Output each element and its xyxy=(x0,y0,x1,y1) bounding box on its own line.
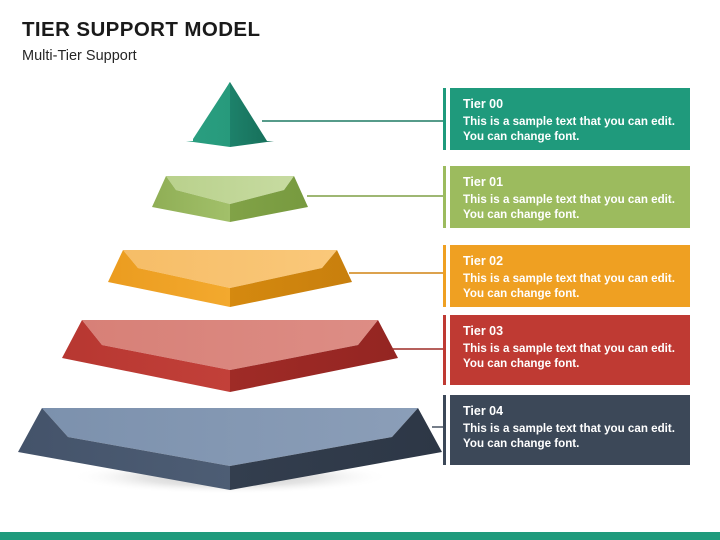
tier-00-apex-left xyxy=(193,82,230,141)
tier-03-left-face xyxy=(62,320,230,392)
page-title: TIER SUPPORT MODEL xyxy=(22,18,261,41)
tier-card-title-1: Tier 01 xyxy=(463,175,504,189)
tier-card-body-3: This is a sample text that you can edit.… xyxy=(463,341,675,371)
tier-04-left-face xyxy=(18,408,230,490)
tier-card-2[interactable]: Tier 02 This is a sample text that you ca… xyxy=(450,245,690,307)
tier-card-body-0: This is a sample text that you can edit.… xyxy=(463,114,675,144)
tier-accent-bar-0 xyxy=(443,88,446,150)
tier-04-right-face xyxy=(230,408,442,490)
tier-02-left-face xyxy=(108,250,230,307)
tier-accent-bar-4 xyxy=(443,395,446,465)
pyramid-tier-02[interactable] xyxy=(108,250,352,307)
tier-03-top-face xyxy=(82,320,378,370)
tier-card-1[interactable]: Tier 01 This is a sample text that you ca… xyxy=(450,166,690,228)
tier-00-base-right xyxy=(230,141,274,147)
tier-card-body-2: This is a sample text that you can edit.… xyxy=(463,271,675,301)
tier-card-title-2: Tier 02 xyxy=(463,254,504,268)
pyramid-tier-01[interactable] xyxy=(152,176,308,222)
tier-card-3[interactable]: Tier 03 This is a sample text that you ca… xyxy=(450,315,690,385)
tier-card-body-1: This is a sample text that you can edit.… xyxy=(463,192,675,222)
tier-card-title-0: Tier 00 xyxy=(463,97,504,111)
tier-card-title-4: Tier 04 xyxy=(463,404,504,418)
pyramid-tier-00[interactable] xyxy=(186,82,274,147)
pyramid-tier-04[interactable] xyxy=(18,408,442,490)
tier-card-title-3: Tier 03 xyxy=(463,324,504,338)
tier-04-top-face xyxy=(42,408,418,466)
pyramid-tier-03[interactable] xyxy=(62,320,398,392)
tier-00-apex-right xyxy=(230,82,267,141)
tier-accent-bar-3 xyxy=(443,315,446,385)
tier-01-right-face xyxy=(230,176,308,222)
tier-card-4[interactable]: Tier 04 This is a sample text that you ca… xyxy=(450,395,690,465)
tier-card-body-4: This is a sample text that you can edit.… xyxy=(463,421,675,451)
tier-02-top-face xyxy=(123,250,337,288)
page-subtitle: Multi-Tier Support xyxy=(22,48,137,64)
tier-accent-bar-2 xyxy=(443,245,446,307)
tier-01-top-face xyxy=(166,176,294,204)
tier-03-right-face xyxy=(230,320,398,392)
tier-02-right-face xyxy=(230,250,352,307)
tier-accent-bar-1 xyxy=(443,166,446,228)
bottom-accent-band xyxy=(0,532,720,540)
tier-card-0[interactable]: Tier 00 This is a sample text that you ca… xyxy=(450,88,690,150)
tier-01-left-face xyxy=(152,176,230,222)
tier-00-base-left xyxy=(186,141,230,147)
